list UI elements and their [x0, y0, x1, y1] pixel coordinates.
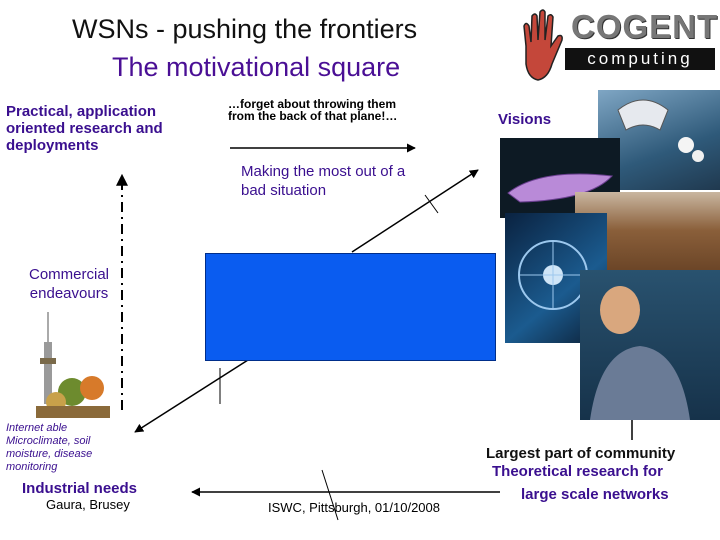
person-photo — [580, 270, 720, 420]
center-box — [205, 253, 496, 361]
largest-part-label: Largest part of community — [486, 445, 676, 462]
authors-label: Gaura, Brusey — [46, 497, 130, 512]
weather-station-photo — [36, 312, 110, 418]
footer-conference-label: ISWC, Pittsburgh, 01/10/2008 — [268, 500, 440, 515]
hand-logo-icon — [518, 6, 566, 86]
upper-diagonal-arrow — [351, 169, 479, 253]
theoretical-research-label: Theoretical research for — [492, 463, 663, 480]
logo-word: COGENT — [571, 8, 719, 45]
large-scale-label: large scale networks — [521, 486, 669, 503]
sensor-float-photo — [500, 138, 620, 218]
visions-label: Visions — [498, 111, 552, 128]
slide-subtitle: The motivational square — [112, 52, 401, 82]
internet-able-label: Internet able Microclimate, soil moistur… — [6, 422, 93, 473]
tick-mark-3 — [321, 469, 339, 521]
industrial-needs-label: Industrial needs — [22, 480, 138, 497]
lower-diagonal-arrow — [134, 359, 249, 433]
commercial-label: Commercial endeavours — [28, 266, 109, 302]
forget-label: …forget about throwing them from the bac… — [228, 97, 398, 123]
slide-title: WSNs - pushing the frontiers — [72, 14, 418, 44]
logo-subword: computing — [565, 48, 715, 70]
cogent-logo: COGENT computing — [565, 8, 719, 70]
making-most-label: Making the most out of a bad situation — [241, 163, 406, 199]
practical-research-label: Practical, application oriented research… — [6, 103, 163, 154]
tick-mark — [424, 194, 439, 214]
